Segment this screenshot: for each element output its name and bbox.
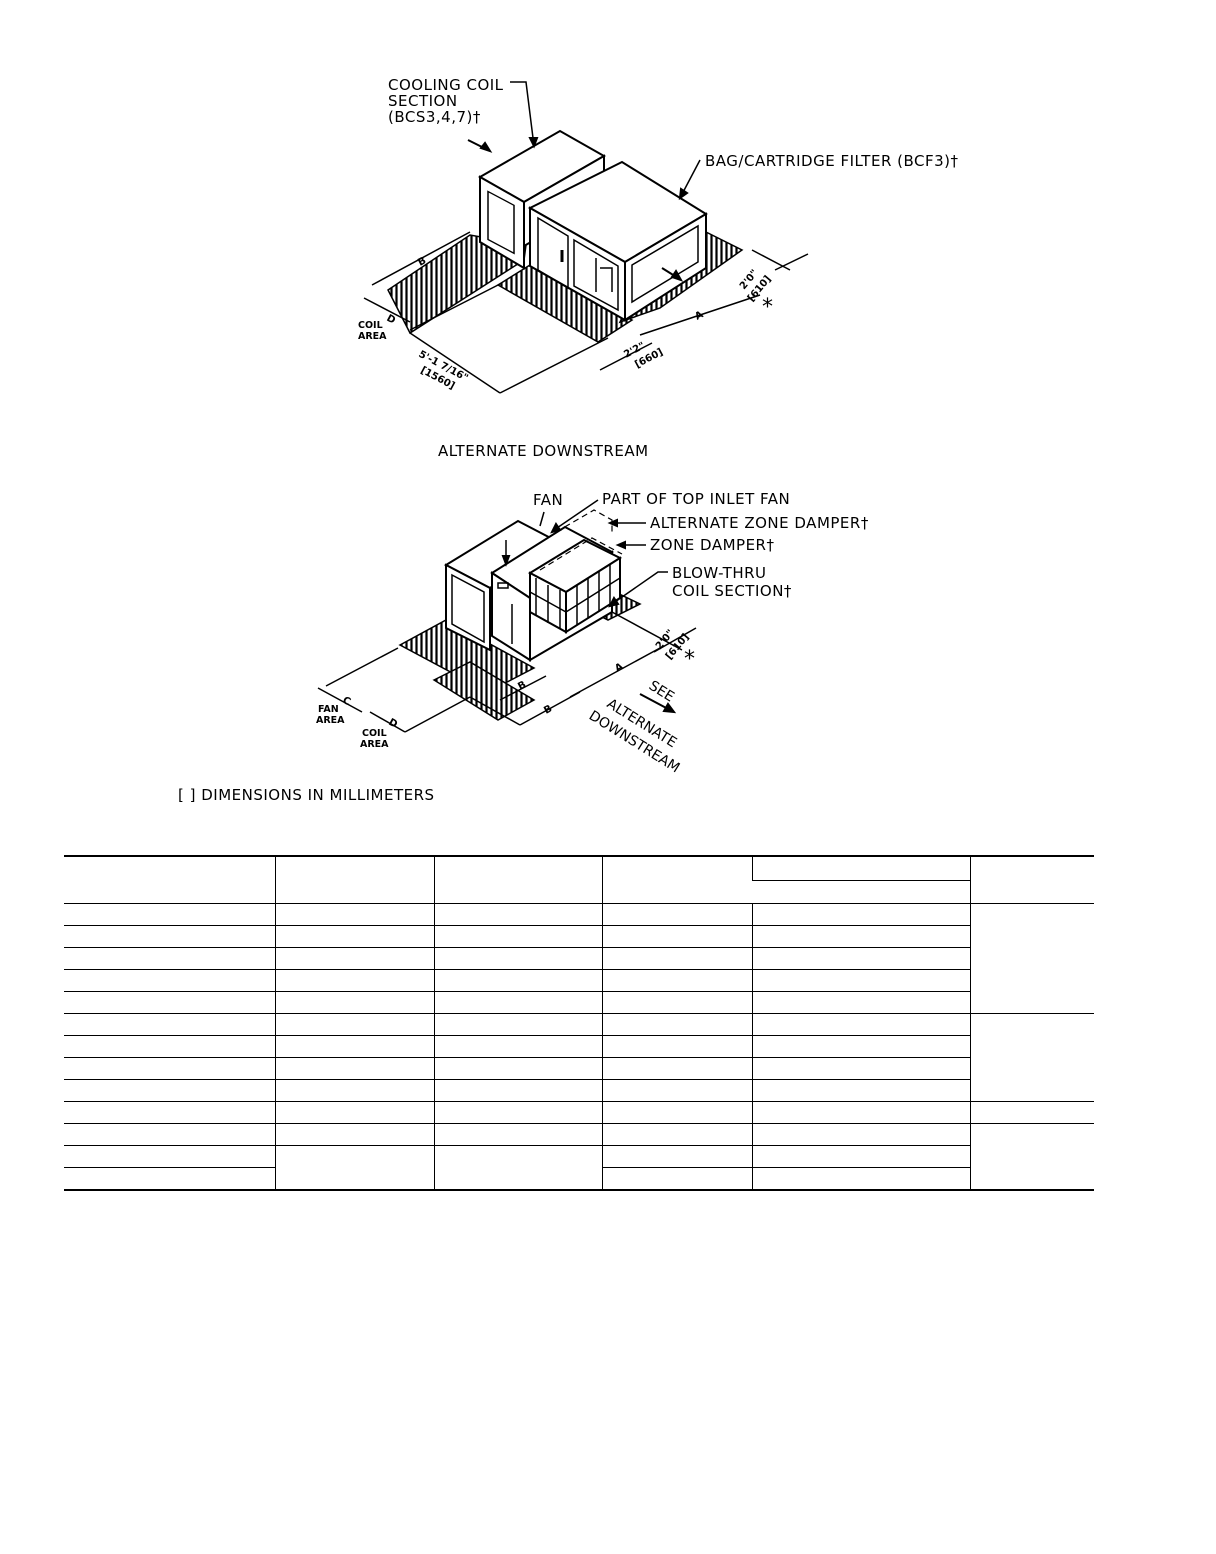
top-dim-b: B: [416, 255, 428, 268]
top-dim-d: D: [385, 313, 398, 327]
fan-callout: FAN: [533, 491, 563, 509]
table-row: [64, 1057, 1094, 1080]
blowthru-callout-2: COIL SECTION†: [672, 582, 792, 600]
table-cell: [969, 903, 1094, 1014]
dimensions-table: [64, 854, 1094, 1191]
alt-zone-damper-callout: ALTERNATE ZONE DAMPER†: [650, 514, 869, 532]
filter-callout: BAG/CARTRIDGE FILTER (BCF3)†: [705, 152, 959, 170]
cooling-coil-callout-1: COOLING COIL: [388, 76, 504, 94]
table-cell: [969, 1013, 1094, 1102]
table-header-row: [64, 880, 1094, 905]
table-cell: [433, 855, 602, 904]
table-row: [64, 1101, 1094, 1124]
table-cell: [751, 854, 970, 881]
isometric-drawings: COOLING COIL SECTION (BCS3,4,7)† BAG/CAR…: [178, 76, 959, 804]
table-row: [64, 925, 1094, 948]
see-note-1: SEE: [646, 678, 677, 706]
bottom-dim-c: C: [341, 695, 353, 708]
top-coil-area-1: COIL: [358, 320, 383, 331]
table-row: [64, 1013, 1094, 1102]
bottom-dim-d: D: [387, 717, 400, 731]
top-unit-drawing: [363, 81, 809, 394]
table-row: [64, 1079, 1094, 1102]
top-asterisk: *: [762, 295, 773, 320]
table-row: [64, 1123, 1094, 1191]
cooling-coil-callout-3: (BCS3,4,7)†: [388, 108, 481, 126]
table-cell: [969, 855, 1094, 904]
table-row: [64, 991, 1094, 1014]
bottom-dim-b: B: [516, 679, 528, 692]
fan-area-1: FAN: [318, 704, 339, 715]
bottom-center-hatch: [432, 661, 536, 721]
bottom-dim-b2: B: [542, 703, 554, 716]
fan-area-2: AREA: [316, 715, 345, 726]
bottom-unit-drawing: [317, 499, 697, 733]
top-center-hatch: [496, 264, 634, 343]
bottom-labels: FAN PART OF TOP INLET FAN ALTERNATE ZONE…: [316, 490, 869, 776]
table-row: [64, 1167, 1094, 1191]
dimensions-note: [ ] DIMENSIONS IN MILLIMETERS: [178, 786, 435, 804]
table-row: [64, 1145, 1094, 1191]
table-cell: [64, 855, 275, 904]
table-cell: [969, 1123, 1094, 1191]
table-header-row: [64, 854, 1094, 904]
fan-box-front: [445, 563, 491, 652]
top-inlet-callout: PART OF TOP INLET FAN: [602, 490, 790, 508]
table-cell: [752, 880, 970, 905]
bottom-coil-area-1: COIL: [362, 728, 387, 739]
top-dim-a: A: [693, 309, 705, 322]
table-row: [64, 903, 1094, 1014]
table-row: [64, 969, 1094, 992]
bottom-coil-area-2: AREA: [360, 739, 389, 750]
table-row: [64, 1035, 1094, 1058]
table-cell: [601, 855, 752, 904]
cooling-coil-callout-2: SECTION: [388, 92, 458, 110]
top-coil-area-2: AREA: [358, 331, 387, 342]
bottom-asterisk: *: [684, 647, 695, 672]
cooling-coil-box-front: [479, 175, 525, 270]
blowthru-callout-1: BLOW-THRU: [672, 564, 767, 582]
top-caption: ALTERNATE DOWNSTREAM: [438, 442, 649, 460]
table-cell: [274, 855, 434, 904]
zone-damper-callout: ZONE DAMPER†: [650, 536, 774, 554]
table-row: [64, 947, 1094, 970]
